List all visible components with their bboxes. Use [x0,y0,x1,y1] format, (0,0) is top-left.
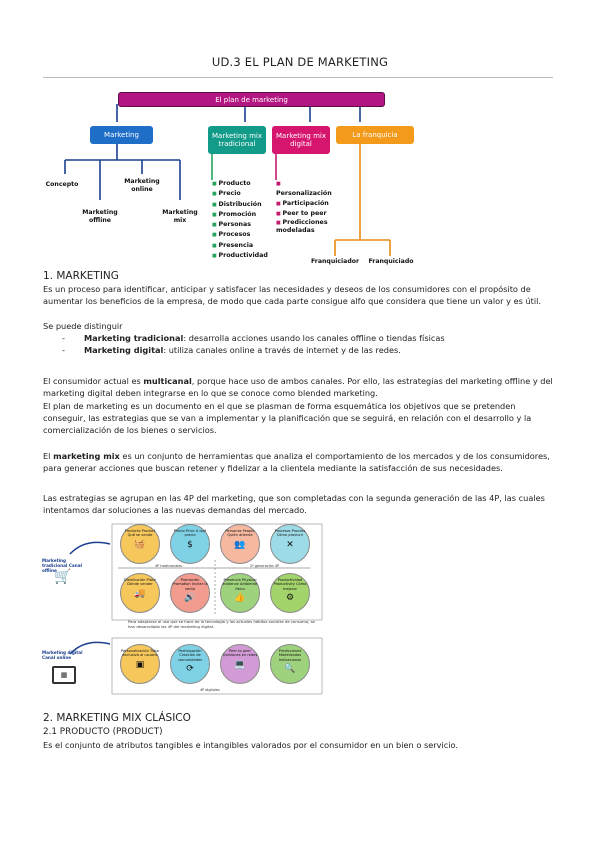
p-circle-icon: ⚙ [285,592,295,603]
p-circle-label: Producto Product Qué se vende [124,529,156,538]
list-item: Promoción [212,210,268,220]
paragraph: Es un proceso para identificar, anticipa… [43,284,542,307]
p-circle-label: Predicciones Modelizadas Indicaciones [278,649,302,662]
gen-label: 2ª generación 4P [250,564,280,568]
p-circle: Participación Creación de comunidades⟳ [170,644,210,684]
node-marketing-offline: Marketing offline [82,209,118,224]
p-circle: Distribución Place Dónde vender🚚 [120,573,160,613]
page-title: UD.3 EL PLAN DE MARKETING [211,55,389,69]
p-circle-label: Personalización Trato exclusivo al usuar… [121,649,159,658]
p-circle-icon: 🔍 [284,663,296,674]
dash-bullet: - [62,333,65,343]
p-circle: Presencia Physical evidence Ambiente fís… [220,573,260,613]
paragraph: Se puede distinguir [43,321,123,331]
list-item: Producto [212,179,268,189]
section-heading-mix-clasico: 2. MARKETING MIX CLÁSICO [43,712,191,724]
section-heading-marketing: 1. MARKETING [43,270,119,282]
p-circle-icon: 👥 [234,539,246,550]
p-circle: Procesos Process Cómo producir✕ [270,524,310,564]
p-circle: Productividad Productivity Cómo mejorar⚙ [270,573,310,613]
paragraph: El marketing mix es un conjunto de herra… [43,451,550,474]
label-online: Marketing digital Canal online [42,650,83,660]
paragraph: El consumidor actual es multicanal, porq… [43,376,553,399]
mix-tradicional-list: Producto Precio Distribución Promoción P… [212,179,268,261]
figure-note: Para adaptarse al uso que se hace de la … [128,619,315,629]
branch-franquicia: La franquicia [336,126,414,144]
p-circle-label: Promoción Promotion Incitar la venta [172,578,208,591]
p-circle-label: Procesos Process Cómo producir [274,529,306,538]
p-circle-label: Peer to peer Opiniones en redes [222,649,258,658]
laptop-icon: ▦ [52,666,76,684]
p-circle: Personas People Quién atiende👥 [220,524,260,564]
list-item: Participación [276,199,338,209]
node-marketing-mix: Marketing mix [162,209,198,224]
list-item: Productividad [212,251,267,261]
dash-bullet: - [62,345,65,355]
p-circle-icon: 👍 [234,592,246,603]
p-circle-label: Presencia Physical evidence Ambiente fís… [222,578,258,591]
p-circle-icon: ✕ [286,539,294,550]
p-circle: Promoción Promotion Incitar la venta🔊 [170,573,210,613]
list-item: -Marketing digital: utiliza canales onli… [62,345,401,355]
node-franquiciador: Franquiciador [310,258,360,265]
subsection-heading-producto: 2.1 PRODUCTO (PRODUCT) [43,727,163,737]
list-item: Peer to peer [276,209,338,219]
p-circle-label: Productividad Productivity Cómo mejorar [273,578,307,591]
diagram-root: El plan de marketing [118,92,385,107]
gen-label: 4P tradicionales [155,564,183,568]
list-item: Distribución [212,200,268,210]
list-item: Personas [212,220,268,230]
p-circle-icon: ▣ [135,659,145,670]
p-circle-label: Personas People Quién atiende [225,529,255,538]
paragraph: Es el conjunto de atributos tangibles e … [43,740,458,750]
p-circle-icon: 🧺 [134,539,146,550]
mix-digital-list: Personalización Participación Peer to pe… [276,179,338,235]
p-circle-label: Participación Creación de comunidades [177,649,203,662]
p-circle: Personalización Trato exclusivo al usuar… [120,644,160,684]
p-circle-label: Distribución Place Dónde vender [123,578,157,587]
p-circle: Precio Price A qué precio$ [170,524,210,564]
list-item: -Marketing tradicional: desarrolla accio… [62,333,445,343]
list-item: Precio [212,189,268,199]
label-offline: Marketing tradicional Canal offline [42,558,82,573]
digital-label: 4P digitales [200,688,220,692]
list-item: Presencia [212,241,268,251]
p-circle-icon: 🚚 [134,588,146,599]
node-concepto: Concepto [45,181,79,188]
branch-mix-tradicional: Marketing mix tradicional [208,126,266,154]
node-franquiciado: Franquiciado [368,258,414,265]
p-circle-icon: $ [187,539,193,550]
p-circle-icon: 💻 [234,659,246,670]
branch-marketing: Marketing [90,126,153,144]
paragraph: El plan de marketing es un documento en … [43,401,532,436]
p-circle: Predicciones Modelizadas Indicaciones🔍 [270,644,310,684]
node-marketing-online: Marketing online [124,178,160,193]
title-divider [43,77,553,78]
p-circle: Producto Product Qué se vende🧺 [120,524,160,564]
p-circle-icon: 🔊 [184,592,196,603]
list-item: Predicciones modeladas [276,219,338,235]
list-item: Personalización [276,179,338,199]
paragraph: Las estrategias se agrupan en las 4P del… [43,493,545,516]
branch-mix-digital: Marketing mix digital [272,126,330,154]
marketing-mix-figure: Marketing tradicional Canal offline 🛒 Ma… [40,520,330,700]
list-item: Procesos [212,230,268,240]
p-circle-icon: ⟳ [186,663,194,674]
p-circle-label: Precio Price A qué precio [173,529,207,538]
p-circle: Peer to peer Opiniones en redes💻 [220,644,260,684]
shopping-cart-icon: 🛒 [54,569,72,585]
